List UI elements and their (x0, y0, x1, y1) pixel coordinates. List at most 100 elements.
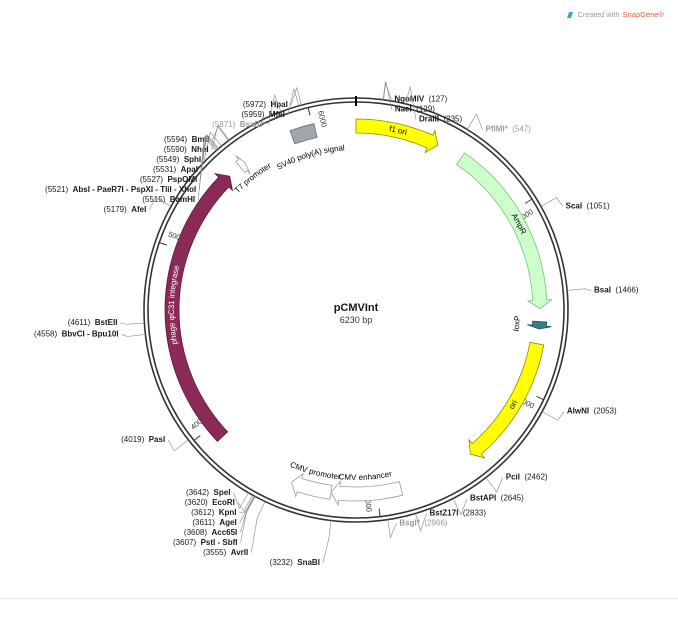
site-position: (3612) (191, 508, 214, 517)
site-label: (3555) AvrII (203, 544, 248, 561)
feature-arc (527, 320, 552, 330)
feature-arc (164, 173, 234, 443)
site-bamhi[interactable]: (5515) BamHI (142, 136, 217, 208)
site-name: PasI (149, 435, 165, 444)
site-absi-paer7i-pspxi-tlii-xhoi[interactable]: (5521) AbsI - PaeR7I - PspXI - TliI - Xh… (45, 135, 218, 198)
site-bbvci-bpu10i[interactable]: (4558) BbvCI - Bpu10I (34, 326, 146, 343)
site-label: (3232) SnaBI (270, 554, 320, 571)
site-bstz17i[interactable]: BstZ17I (2833) (415, 505, 487, 532)
site-bsteii[interactable]: (4611) BstEII (68, 314, 145, 331)
site-bsai[interactable]: BsaI (1466) (567, 282, 639, 299)
site-label: (5521) AbsI - PaeR7I - PspXI - TliI - Xh… (45, 181, 196, 198)
feature-label-path: CMV enhancer (338, 469, 393, 482)
site-position: (3607) (173, 538, 196, 547)
feature-ori[interactable]: ori (468, 341, 545, 459)
site-label: PciI (2462) (506, 469, 548, 486)
site-ecori[interactable]: (3620) EcoRI (185, 494, 253, 512)
site-pasi[interactable]: (4019) PasI (121, 431, 189, 452)
plasmid-name: pCMVInt (334, 302, 379, 314)
site-avrii[interactable]: (3555) AvrII (203, 501, 266, 561)
site-name: PflMI* (486, 125, 509, 134)
site-mfei[interactable]: (5959) MfeI (241, 88, 300, 124)
site-alwni[interactable]: AlwNI (2053) (541, 403, 617, 421)
site-position: (129) (416, 105, 435, 114)
site-position: (3232) (270, 558, 293, 567)
snapgene-credit: Created with SnapGene® (567, 10, 665, 19)
feature-arc (291, 472, 333, 500)
site-naei[interactable]: NaeI (129) (383, 81, 436, 118)
feature-label: T7 promoter (233, 161, 273, 195)
site-name: BmtI (192, 135, 210, 144)
site-name: AbsI - PaeR7I - PspXI - TliI - XhoI (73, 185, 197, 194)
site-position: (2833) (463, 509, 486, 518)
site-ngomiv[interactable]: NgoMIV (127) (382, 81, 448, 108)
feature-loxp[interactable]: loxP (512, 296, 552, 351)
site-name: PciI (506, 473, 520, 482)
tick-mark (159, 242, 167, 246)
site-psti-sbfi[interactable]: (3607) PstI - SbfI (173, 496, 256, 551)
site-bsgi[interactable]: BsgI* (2966) (387, 515, 448, 539)
site-leader (387, 519, 397, 539)
site-label: (3611) AgeI (192, 514, 236, 531)
feature-ampr[interactable]: AmpR (456, 152, 553, 310)
site-position: (127) (429, 95, 448, 104)
feature-label-path: T7 promoter (233, 161, 273, 195)
site-name: BsaI (594, 286, 611, 295)
feature-arc (289, 123, 318, 145)
site-position: (4558) (34, 330, 57, 339)
site-position: (5515) (142, 195, 165, 204)
site-label: BstZ17I (2833) (430, 505, 487, 522)
site-pcii[interactable]: PciI (2462) (485, 469, 548, 493)
site-spei[interactable]: (3642) SpeI (186, 484, 249, 509)
site-hpai[interactable]: (5972) HpaI (243, 86, 302, 114)
site-name: PstI - SbfI (201, 538, 238, 547)
site-bstapi[interactable]: BstAPI (2645) (452, 490, 524, 516)
site-name: BsaBI* (240, 120, 267, 129)
site-position: (5972) (243, 100, 266, 109)
site-position: (5527) (140, 175, 163, 184)
feature-phage-c31-integrase[interactable]: phage φC31 integrase (164, 173, 234, 443)
feature-t7-promoter[interactable]: T7 promoter (226, 155, 284, 203)
site-leader (405, 86, 417, 120)
site-position: (5594) (164, 135, 187, 144)
site-leader (203, 131, 222, 161)
credit-brand: SnapGene® (622, 10, 664, 19)
feature-f1-ori[interactable]: f1 ori (355, 118, 439, 154)
site-name: NgoMIV (394, 95, 424, 104)
site-leader (322, 520, 332, 563)
site-label: NaeI (129) (395, 101, 435, 118)
tick-label: 6000 (316, 110, 329, 128)
site-sphi[interactable]: (5549) SphI (156, 131, 222, 168)
site-afei[interactable]: (5179) AfeI (104, 197, 172, 219)
site-position: (3620) (185, 498, 208, 507)
feature-sv40-poly-a-signal[interactable]: SV40 poly(A) signal (271, 123, 353, 173)
feature-arc (456, 152, 553, 310)
site-bmti[interactable]: (5594) BmtI (164, 125, 230, 149)
site-nhei[interactable]: (5590) NheI (164, 125, 229, 158)
site-label: (5871) BsaBI* (212, 116, 266, 133)
site-name: AvrII (231, 548, 249, 557)
site-draiii[interactable]: DraIII (235) (405, 86, 463, 128)
site-name: ApaI (181, 165, 198, 174)
site-leader (287, 88, 300, 116)
site-scai[interactable]: ScaI (1051) (540, 197, 610, 215)
site-label: (5531) ApaI (153, 161, 198, 178)
site-leader (121, 334, 146, 337)
site-position: (3608) (184, 528, 207, 537)
site-snabi[interactable]: (3232) SnaBI (270, 520, 332, 571)
site-position: (5871) (212, 120, 235, 129)
site-leader (233, 492, 249, 509)
site-label: (5527) PspOMI (140, 171, 197, 188)
site-label: ScaI (1051) (566, 198, 610, 215)
site-label: BsaI (1466) (594, 282, 639, 299)
site-bsabi[interactable]: (5871) BsaBI* (212, 93, 282, 133)
site-position: (2053) (594, 407, 617, 416)
site-leader (197, 136, 217, 201)
site-name: KpnI (219, 508, 237, 517)
site-pflmi[interactable]: PflMI* (547) (466, 113, 531, 138)
site-label: NgoMIV (127) (394, 91, 447, 108)
site-position: (547) (512, 125, 531, 134)
site-label: (5590) NheI (164, 141, 209, 158)
site-agei[interactable]: (3611) AgeI (192, 495, 255, 531)
site-position: (1466) (615, 286, 638, 295)
